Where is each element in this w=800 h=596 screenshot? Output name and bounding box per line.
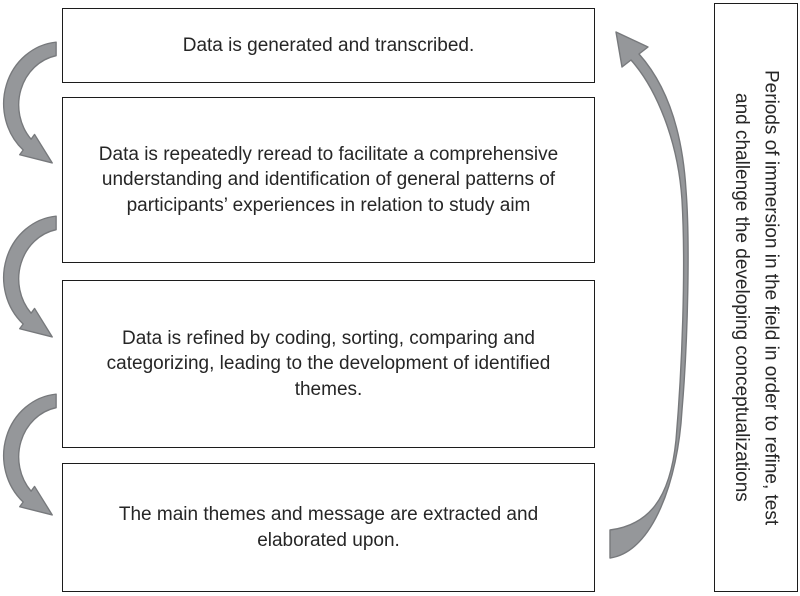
- step-box-3: Data is refined by coding, sorting, comp…: [62, 280, 595, 448]
- step-3-text: Data is refined by coding, sorting, comp…: [106, 327, 551, 400]
- step-1-text: Data is generated and transcribed.: [182, 34, 475, 56]
- step-box-4: The main themes and message are extracte…: [62, 463, 595, 592]
- curved-arrow-step1-to-step2-icon: [2, 34, 60, 174]
- step-box-2: Data is repeatedly reread to facilitate …: [62, 97, 595, 263]
- curved-arrow-step2-to-step3-icon: [2, 208, 60, 348]
- feedback-arrow-step4-to-step1-icon: [609, 31, 689, 559]
- curved-arrow-step3-to-step4-icon: [2, 386, 60, 526]
- step-2-text: Data is repeatedly reread to facilitate …: [98, 143, 559, 216]
- side-note-line-2: and challenge the developing conceptuali…: [731, 93, 752, 502]
- step-4-text: The main themes and message are extracte…: [118, 504, 539, 551]
- side-note-line-1: Periods of immersion in the field in ord…: [760, 69, 782, 526]
- side-note-box: Periods of immersion in the field in ord…: [714, 3, 798, 592]
- side-note-text: Periods of immersion in the field in ord…: [727, 70, 786, 525]
- step-box-1: Data is generated and transcribed.: [62, 8, 595, 83]
